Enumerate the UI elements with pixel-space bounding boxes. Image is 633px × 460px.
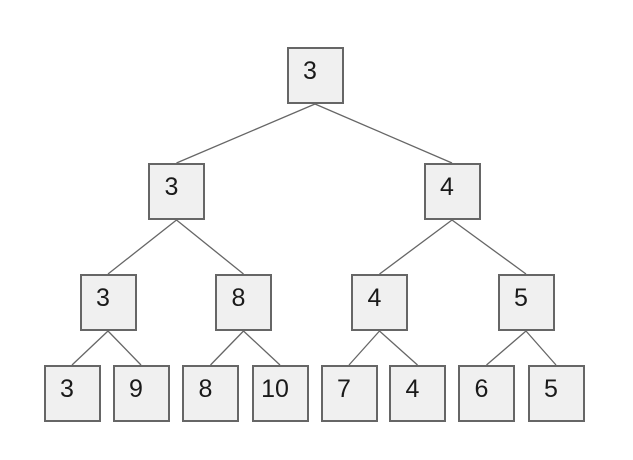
tree-node: 4 [389,365,446,422]
tree-node: 6 [458,365,515,422]
tree-edge [71,330,109,366]
tree-node-value: 3 [60,374,74,403]
tree-edge [379,330,418,366]
tree-node-value: 10 [261,374,289,403]
tree-node: 3 [148,163,205,220]
tree-edge [314,103,453,164]
tree-node: 9 [112,365,170,422]
tree-node: 4 [351,274,408,331]
tree-edge [176,103,316,164]
tree-node-value: 4 [367,283,382,312]
tree-edge [176,219,244,275]
tree-node: 5 [497,274,555,331]
tree-node-value: 9 [129,374,143,403]
tree-edge [379,219,453,275]
tree-node-value: 5 [544,374,558,403]
tree-node: 5 [527,365,585,422]
tree-node-value: 3 [164,172,179,201]
tree-edge [525,330,557,366]
tree-node-value: 3 [303,56,317,85]
tree-node-value: 3 [96,283,110,312]
tree-node: 4 [423,163,481,220]
tree-node: 10 [251,365,309,422]
tree-node-value: 7 [337,374,351,403]
tree-node: 3 [79,274,137,331]
tree-edge [348,330,380,366]
tree-node-value: 6 [474,374,489,403]
tree-node-value: 8 [231,283,246,312]
tree-node: 8 [215,274,272,331]
tree-node: 3 [43,365,101,422]
tree-node: 3 [286,47,344,104]
tree-node-value: 4 [405,374,420,403]
tree-edge [210,330,244,366]
tree-edge [107,330,142,366]
tree-node-value: 8 [198,374,213,403]
tree-node: 7 [320,365,378,422]
tree-edge [451,219,527,275]
tree-node-value: 4 [440,172,454,201]
tree-node: 8 [182,365,239,422]
tree-edge [107,219,177,275]
tree-node-value: 5 [514,283,528,312]
tree-edge [486,330,527,366]
tree-edge [243,330,281,366]
